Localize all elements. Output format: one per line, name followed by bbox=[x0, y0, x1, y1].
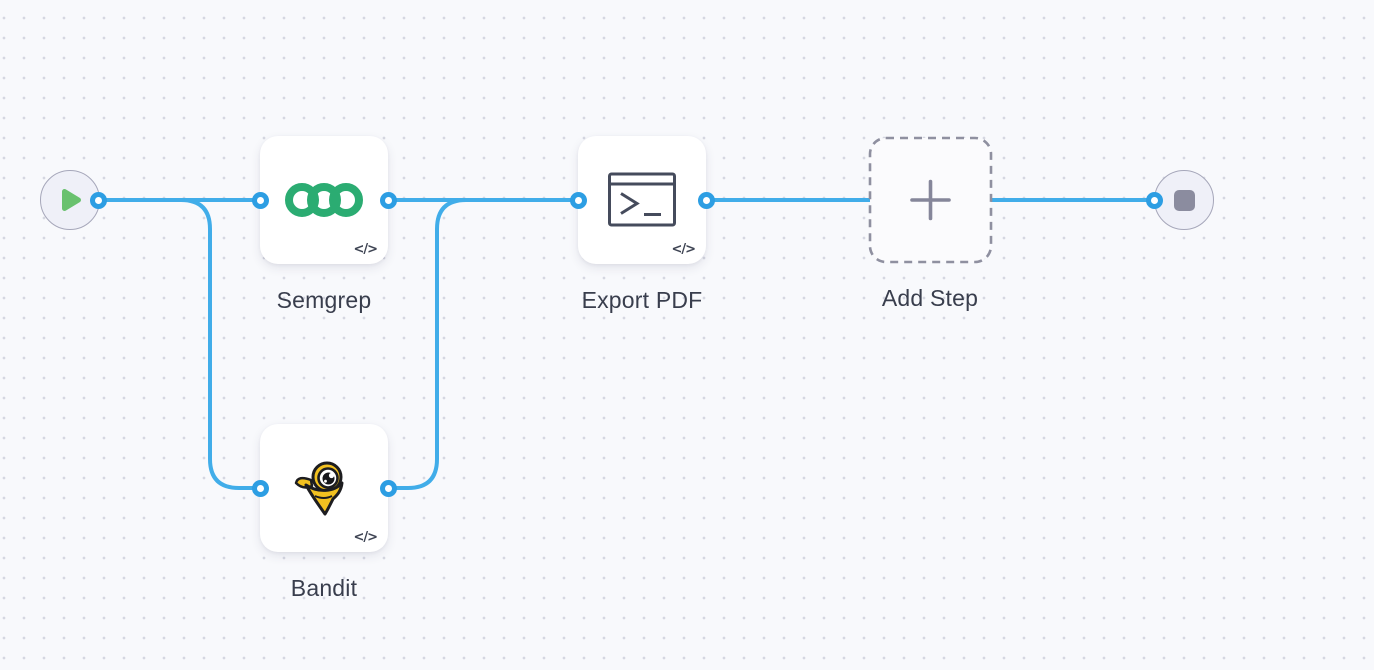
bandit-logo bbox=[294, 461, 344, 516]
play-icon bbox=[62, 189, 81, 211]
code-badge-icon: </> bbox=[353, 242, 378, 257]
node-add-step[interactable] bbox=[868, 136, 993, 264]
stop-icon bbox=[1173, 189, 1195, 211]
node-label-add-step: Add Step bbox=[881, 285, 979, 311]
node-export-pdf[interactable]: </> bbox=[578, 136, 706, 264]
semgrep-logo bbox=[285, 183, 363, 217]
node-label-bandit: Bandit bbox=[290, 575, 358, 601]
port-bandit-out[interactable] bbox=[380, 480, 397, 497]
port-bandit-in[interactable] bbox=[252, 480, 269, 497]
port-end-in[interactable] bbox=[1146, 192, 1163, 209]
edge-start-bandit[interactable] bbox=[96, 198, 262, 490]
node-semgrep[interactable]: </> bbox=[260, 136, 388, 264]
port-start-out[interactable] bbox=[90, 192, 107, 209]
node-label-semgrep: Semgrep bbox=[276, 287, 372, 313]
plus-icon bbox=[910, 179, 951, 221]
port-export-pdf-out[interactable] bbox=[698, 192, 715, 209]
edge-bandit-exportpdf[interactable] bbox=[386, 198, 580, 490]
code-badge-icon: </> bbox=[671, 242, 696, 257]
port-semgrep-out[interactable] bbox=[380, 192, 397, 209]
port-semgrep-in[interactable] bbox=[252, 192, 269, 209]
port-export-pdf-in[interactable] bbox=[570, 192, 587, 209]
node-bandit[interactable]: </> bbox=[260, 424, 388, 552]
terminal-icon bbox=[608, 172, 676, 227]
node-label-export-pdf: Export PDF bbox=[581, 287, 703, 313]
code-badge-icon: </> bbox=[353, 530, 378, 545]
end-node[interactable] bbox=[1154, 170, 1214, 230]
